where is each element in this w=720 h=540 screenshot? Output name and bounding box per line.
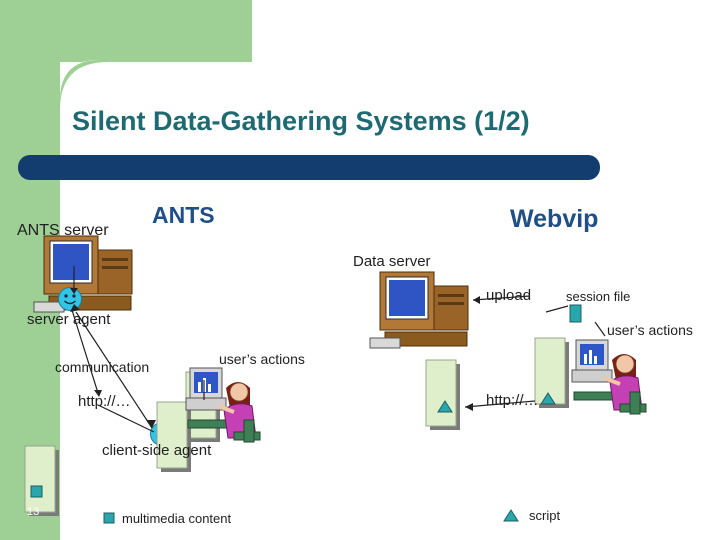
http-arrow-down [97,404,155,433]
user-script-triangle-icon [540,392,556,405]
session-file-square-icon [569,304,582,323]
title-underline-bar [18,155,600,180]
ants-heading: ANTS [152,202,215,228]
webvip-user-actions-arrow [594,321,606,337]
server-agent-smiley-icon [57,286,83,312]
webvip-user-actions-label: user’s actions [607,322,693,338]
multimedia-content-label: multimedia content [122,511,232,526]
client-side-agent-label: client-side agent [102,442,212,459]
data-server-label: Data server [353,253,431,270]
webvip-user-document-icon [534,337,570,409]
communication-label: communication [55,359,150,375]
webvip-heading: Webvip [510,205,599,233]
server-agent-label: server agent [27,311,111,328]
webvip-page-document-icon [425,359,461,431]
upload-arrow [472,295,531,301]
webvip-http-label: http://… [486,392,539,409]
session-arrow [545,305,569,313]
webvip-http-arrow [464,400,536,408]
slide-title: Silent Data-Gathering Systems (1/2) [72,106,530,136]
page-script-triangle-icon [437,400,453,413]
slide-number: 13 [27,506,40,518]
script-label: script [529,508,561,523]
http-arrow-up [71,309,99,394]
ants-user-actions-label: user’s actions [219,351,305,367]
multimedia-legend-square-icon [103,512,115,524]
script-legend-triangle-icon [503,509,519,522]
ants-client-document-icon [156,401,192,473]
slide-number-square-icon [30,485,43,498]
ants-server-label: ANTS server [17,222,109,239]
communication-arrow [75,311,153,429]
session-file-label: session file [566,289,631,304]
green-accent-left [0,0,60,540]
ants-http-label: http://… [78,393,131,410]
upload-label: upload [486,287,532,304]
